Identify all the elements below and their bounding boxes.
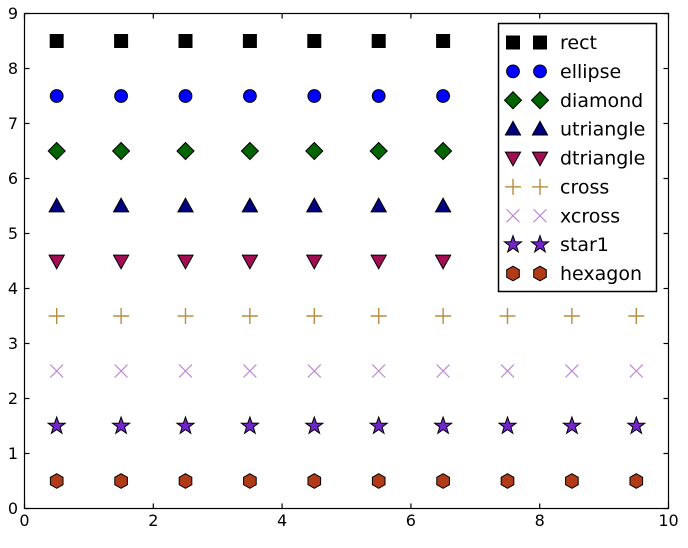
series-cross: [48, 308, 645, 324]
legend-entry-utriangle: utriangle: [504, 119, 645, 141]
x-tick-label: 4: [277, 511, 287, 530]
y-tick-label: 9: [8, 4, 18, 23]
y-tick-label: 1: [8, 444, 18, 463]
legend-entry-star1: star1: [502, 234, 609, 256]
legend-label: ellipse: [560, 61, 621, 83]
legend-entry-dtriangle: dtriangle: [504, 148, 645, 170]
legend-entry-diamond: diamond: [503, 90, 643, 112]
legend-label: hexagon: [560, 263, 642, 285]
legend-box: [497, 22, 658, 293]
y-tick-label: 0: [8, 499, 18, 518]
legend-label: rect: [560, 32, 597, 54]
y-tick-label: 2: [8, 389, 18, 408]
y-tick-label: 3: [8, 334, 18, 353]
legend-label: utriangle: [560, 119, 645, 141]
y-tick-label: 6: [8, 169, 18, 188]
legend-label: diamond: [560, 90, 643, 112]
x-tick-label: 10: [658, 511, 678, 530]
series-hexagon: [49, 473, 644, 489]
x-tick-label: 6: [406, 511, 416, 530]
y-tick-label: 8: [8, 59, 18, 78]
y-tick-label: 4: [8, 279, 18, 298]
legend-label: cross: [560, 176, 609, 198]
series-star1: [46, 415, 647, 435]
x-tick-label: 8: [535, 511, 545, 530]
legend-entry-hexagon: hexagon: [506, 263, 642, 285]
legend-entry-rect: rect: [506, 32, 597, 54]
legend-entry-xcross: xcross: [506, 205, 620, 227]
legend-label: xcross: [560, 205, 620, 227]
x-tick-label: 0: [19, 511, 29, 530]
y-tick-label: 7: [8, 114, 18, 133]
series-xcross: [49, 364, 644, 378]
y-tick-label: 5: [8, 224, 18, 243]
legend: rect ellipse diamond utriangle dtriangle cros…: [497, 22, 658, 293]
legend-label: dtriangle: [560, 148, 645, 170]
legend-label: star1: [560, 234, 609, 256]
x-tick-label: 2: [148, 511, 158, 530]
legend-entry-cross: cross: [505, 176, 609, 198]
legend-entry-ellipse: ellipse: [506, 61, 621, 83]
